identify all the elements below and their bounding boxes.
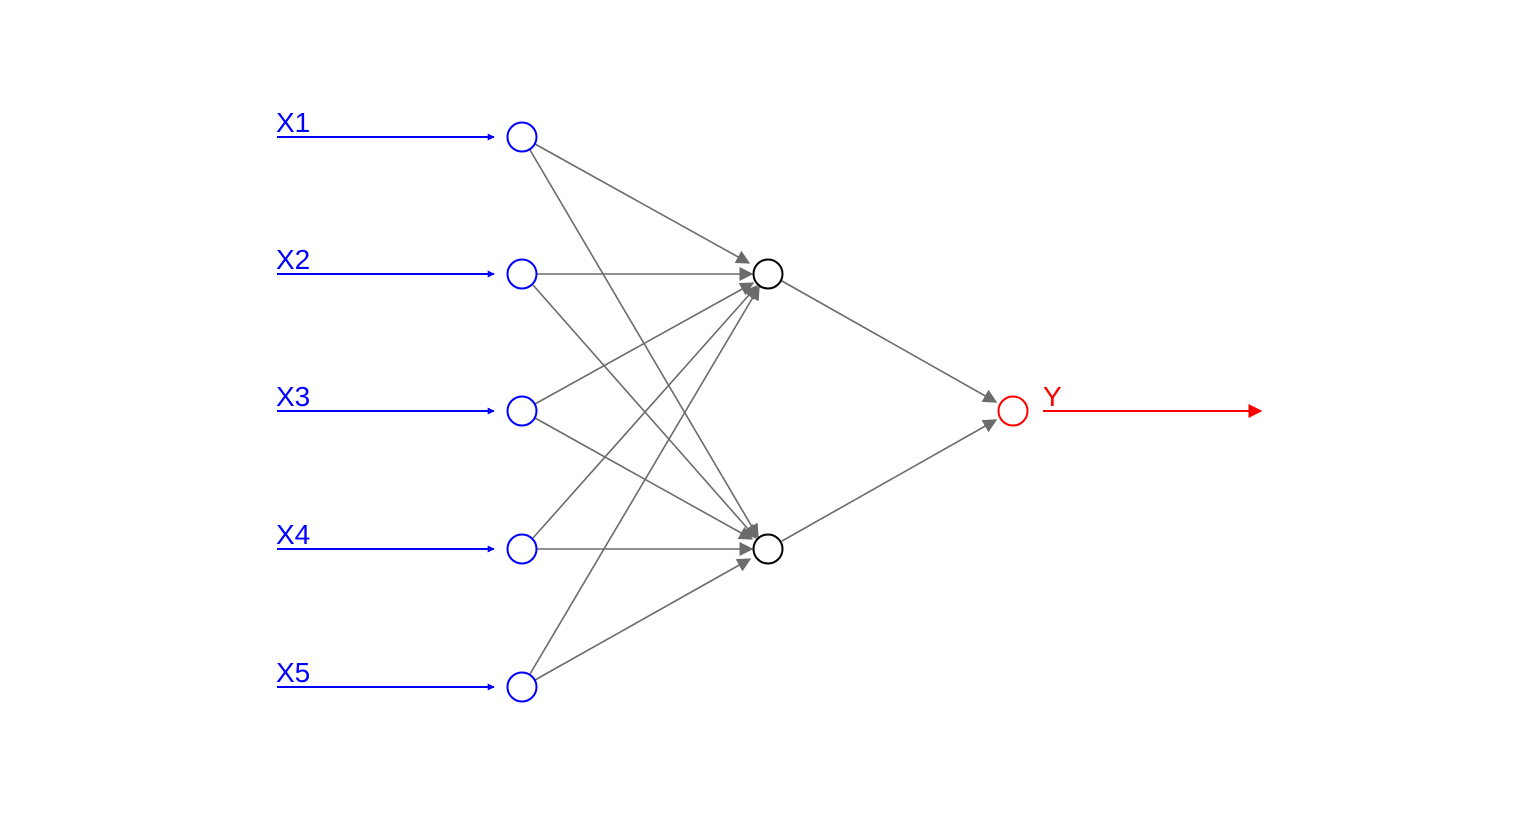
edge-x4-h1: [532, 284, 758, 539]
edge-x5-h2: [534, 558, 752, 681]
input-node-x5: [506, 671, 538, 703]
input-hidden-connections: [529, 143, 760, 681]
hidden-output-connections: [781, 280, 998, 542]
hidden-node-1: [752, 258, 784, 290]
edge-h1-y: [781, 280, 998, 403]
input-labels: X1 X2 X3 X4 X5: [276, 107, 310, 688]
input-label-x2: X2: [276, 244, 310, 275]
hidden-node-2: [752, 533, 784, 565]
edge-h2-y: [781, 419, 998, 542]
edge-x1-h1: [534, 143, 751, 264]
output-label-y: Y: [1043, 381, 1062, 412]
input-node-x1: [506, 121, 538, 153]
input-label-x3: X3: [276, 381, 310, 412]
input-label-x5: X5: [276, 657, 310, 688]
input-arrows: [277, 133, 495, 691]
hidden-layer: [752, 258, 784, 565]
input-label-x4: X4: [276, 519, 310, 550]
output-node-y: [997, 395, 1029, 427]
input-node-x2: [506, 258, 538, 290]
edge-x5-h1: [529, 285, 760, 675]
edge-x3-h2: [534, 417, 754, 540]
input-node-x3: [506, 395, 538, 427]
input-node-x4: [506, 533, 538, 565]
input-label-x1: X1: [276, 107, 310, 138]
output-layer: Y: [997, 381, 1263, 427]
input-layer: [506, 121, 538, 703]
edge-x3-h1: [534, 282, 755, 405]
